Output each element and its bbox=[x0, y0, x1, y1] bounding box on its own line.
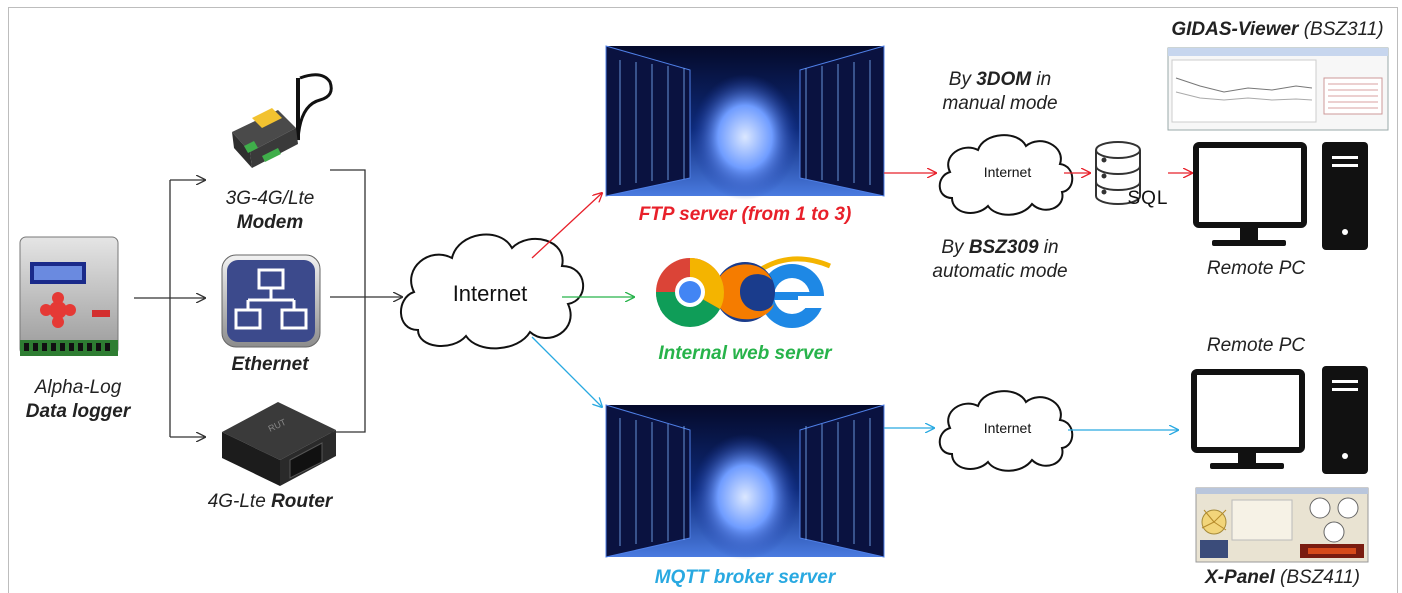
internet-main-label: Internet bbox=[452, 281, 528, 306]
gidas-viewer-label: GIDAS-Viewer (BSZ311) bbox=[1171, 19, 1384, 40]
modem-label-line2: Modem bbox=[236, 212, 304, 233]
frame-right bbox=[1397, 7, 1398, 593]
remote-pc-top-icon bbox=[1193, 142, 1368, 250]
internet-cloud-bottom bbox=[938, 390, 1074, 472]
ftp-server-label: FTP server (from 1 to 3) bbox=[638, 204, 852, 225]
logger-label-line1: Alpha-Log bbox=[34, 377, 122, 398]
chrome-logo-icon bbox=[655, 258, 725, 327]
ftp-server-image bbox=[605, 45, 885, 200]
ethernet-icon bbox=[221, 254, 321, 348]
web-server-label: Internal web server bbox=[658, 343, 832, 364]
sql-database-icon bbox=[1095, 141, 1141, 205]
ethernet-label: Ethernet bbox=[231, 354, 309, 375]
xpanel-label: X-Panel (BSZ411) bbox=[1205, 567, 1360, 588]
mqtt-server-label: MQTT broker server bbox=[654, 567, 836, 588]
frame-top bbox=[8, 7, 1398, 8]
modem-device bbox=[232, 73, 333, 168]
sql-label: SQL bbox=[1127, 188, 1169, 209]
mqtt-arrow bbox=[531, 336, 602, 407]
internet-top-label: Internet bbox=[983, 164, 1032, 180]
browser-logos bbox=[655, 256, 831, 328]
internet-bottom-label: Internet bbox=[983, 420, 1032, 436]
modem-label: 3G-4G/Lte Modem bbox=[200, 187, 340, 235]
ie-logo-icon bbox=[758, 256, 831, 328]
remote-pc-bottom-label: Remote PC bbox=[1206, 335, 1306, 356]
router-label: 4G-Lte Router bbox=[207, 491, 333, 512]
logger-label: Alpha-Log Data logger bbox=[8, 376, 148, 424]
data-logger-device bbox=[19, 236, 119, 356]
automatic-mode-label: By BSZ309 in automatic mode bbox=[932, 237, 1068, 282]
manual-mode-label: By 3DOM in manual mode bbox=[942, 69, 1058, 114]
xpanel-screenshot bbox=[1195, 487, 1369, 563]
firefox-logo-icon bbox=[715, 262, 775, 322]
mqtt-server-image bbox=[605, 404, 885, 560]
logger-label-line2: Data logger bbox=[25, 401, 131, 422]
logger-connectors bbox=[134, 180, 205, 437]
remote-pc-bottom-icon bbox=[1191, 366, 1368, 474]
gidas-viewer-screenshot bbox=[1167, 47, 1389, 131]
modem-label-line1: 3G-4G/Lte bbox=[225, 188, 315, 209]
internet-cloud-main bbox=[400, 233, 584, 350]
remote-pc-top-label: Remote PC bbox=[1206, 258, 1306, 279]
router-device: RUT bbox=[222, 402, 336, 486]
frame-left bbox=[8, 7, 9, 593]
branch-connectors bbox=[330, 169, 402, 433]
internet-cloud-top bbox=[938, 134, 1074, 216]
ftp-arrow bbox=[531, 193, 602, 259]
